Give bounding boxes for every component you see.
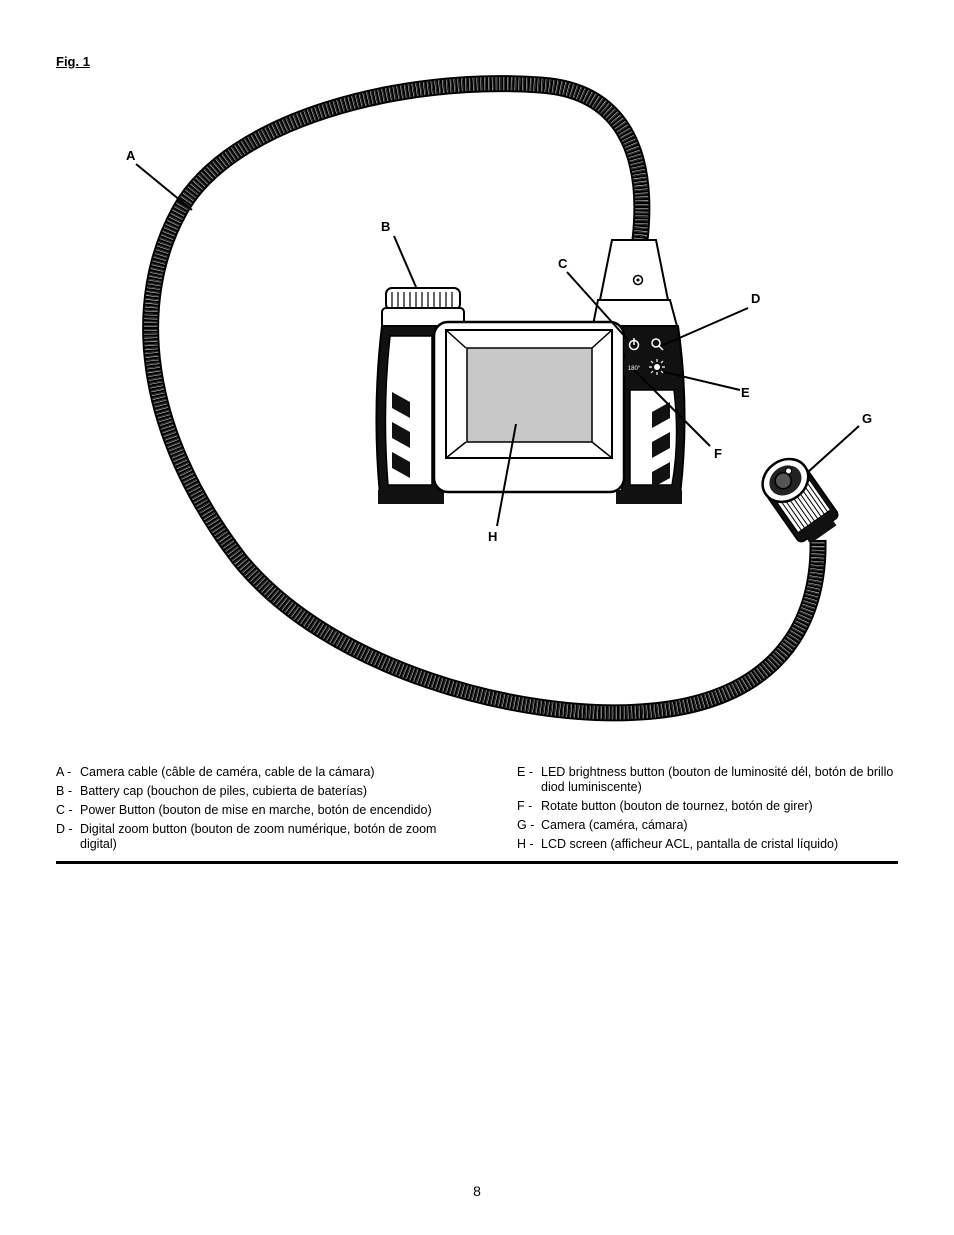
legend-item: E - LED brightness button (bouton de lum… [517, 765, 907, 795]
section-divider [56, 861, 898, 864]
legend-text: Camera cable (câble de caméra, cable de … [80, 765, 375, 779]
legend-letter: D - [56, 822, 73, 836]
legend-letter: H - [517, 837, 534, 851]
legend-letter: C - [56, 803, 73, 817]
power-button[interactable] [624, 334, 644, 354]
legend-text: Rotate button (bouton de tournez, botón … [541, 799, 813, 813]
callout-d: D [751, 291, 760, 306]
legend-text: Digital zoom button (bouton de zoom numé… [80, 822, 437, 851]
callout-a: A [126, 148, 136, 163]
callout-c: C [558, 256, 568, 271]
rotate-button-label: 180° [628, 366, 641, 372]
legend-letter: F - [517, 799, 533, 813]
legend-item: G - Camera (caméra, cámara) [517, 818, 907, 833]
figure-title: Fig. 1 [56, 54, 90, 69]
legend-item: H - LCD screen (afficheur ACL, pantalla … [517, 837, 907, 852]
camera-cable [142, 75, 827, 722]
legend-item: D - Digital zoom button (bouton de zoom … [56, 822, 456, 852]
callout-g: G [862, 411, 872, 426]
legend-item: A - Camera cable (câble de caméra, cable… [56, 765, 456, 780]
legend-text: Battery cap (bouchon de piles, cubierta … [80, 784, 367, 798]
legend-letter: G - [517, 818, 535, 832]
legend-letter: E - [517, 765, 533, 779]
page-number: 8 [473, 1183, 481, 1199]
lcd-screen [466, 347, 593, 443]
legend-text: LCD screen (afficheur ACL, pantalla de c… [541, 837, 839, 851]
legend-item: C - Power Button (bouton de mise en marc… [56, 803, 456, 818]
callout-h: H [488, 529, 497, 544]
rotate-button[interactable]: 180° [624, 357, 644, 377]
legend-right: E - LED brightness button (bouton de lum… [517, 765, 907, 856]
legend-text: Camera (caméra, cámara) [541, 818, 688, 832]
leader-lines [135, 163, 860, 527]
legend-letter: B - [56, 784, 72, 798]
inspection-camera-diagram: 180° A B C D E F G H [126, 75, 872, 722]
legend-text: Power Button (bouton de mise en marche, … [80, 803, 432, 817]
callout-e: E [741, 385, 750, 400]
callout-f: F [714, 446, 722, 461]
led-brightness-button[interactable] [647, 357, 667, 377]
legend-item: F - Rotate button (bouton de tournez, bo… [517, 799, 907, 814]
legend-item: B - Battery cap (bouchon de piles, cubie… [56, 784, 456, 799]
camera-head [761, 457, 839, 544]
digital-zoom-button[interactable] [647, 334, 667, 354]
cable-neck [590, 239, 680, 331]
legend-text: LED brightness button (bouton de luminos… [541, 765, 894, 794]
callout-b: B [381, 219, 390, 234]
legend-letter: A - [56, 765, 72, 779]
legend-left: A - Camera cable (câble de caméra, cable… [56, 765, 456, 856]
